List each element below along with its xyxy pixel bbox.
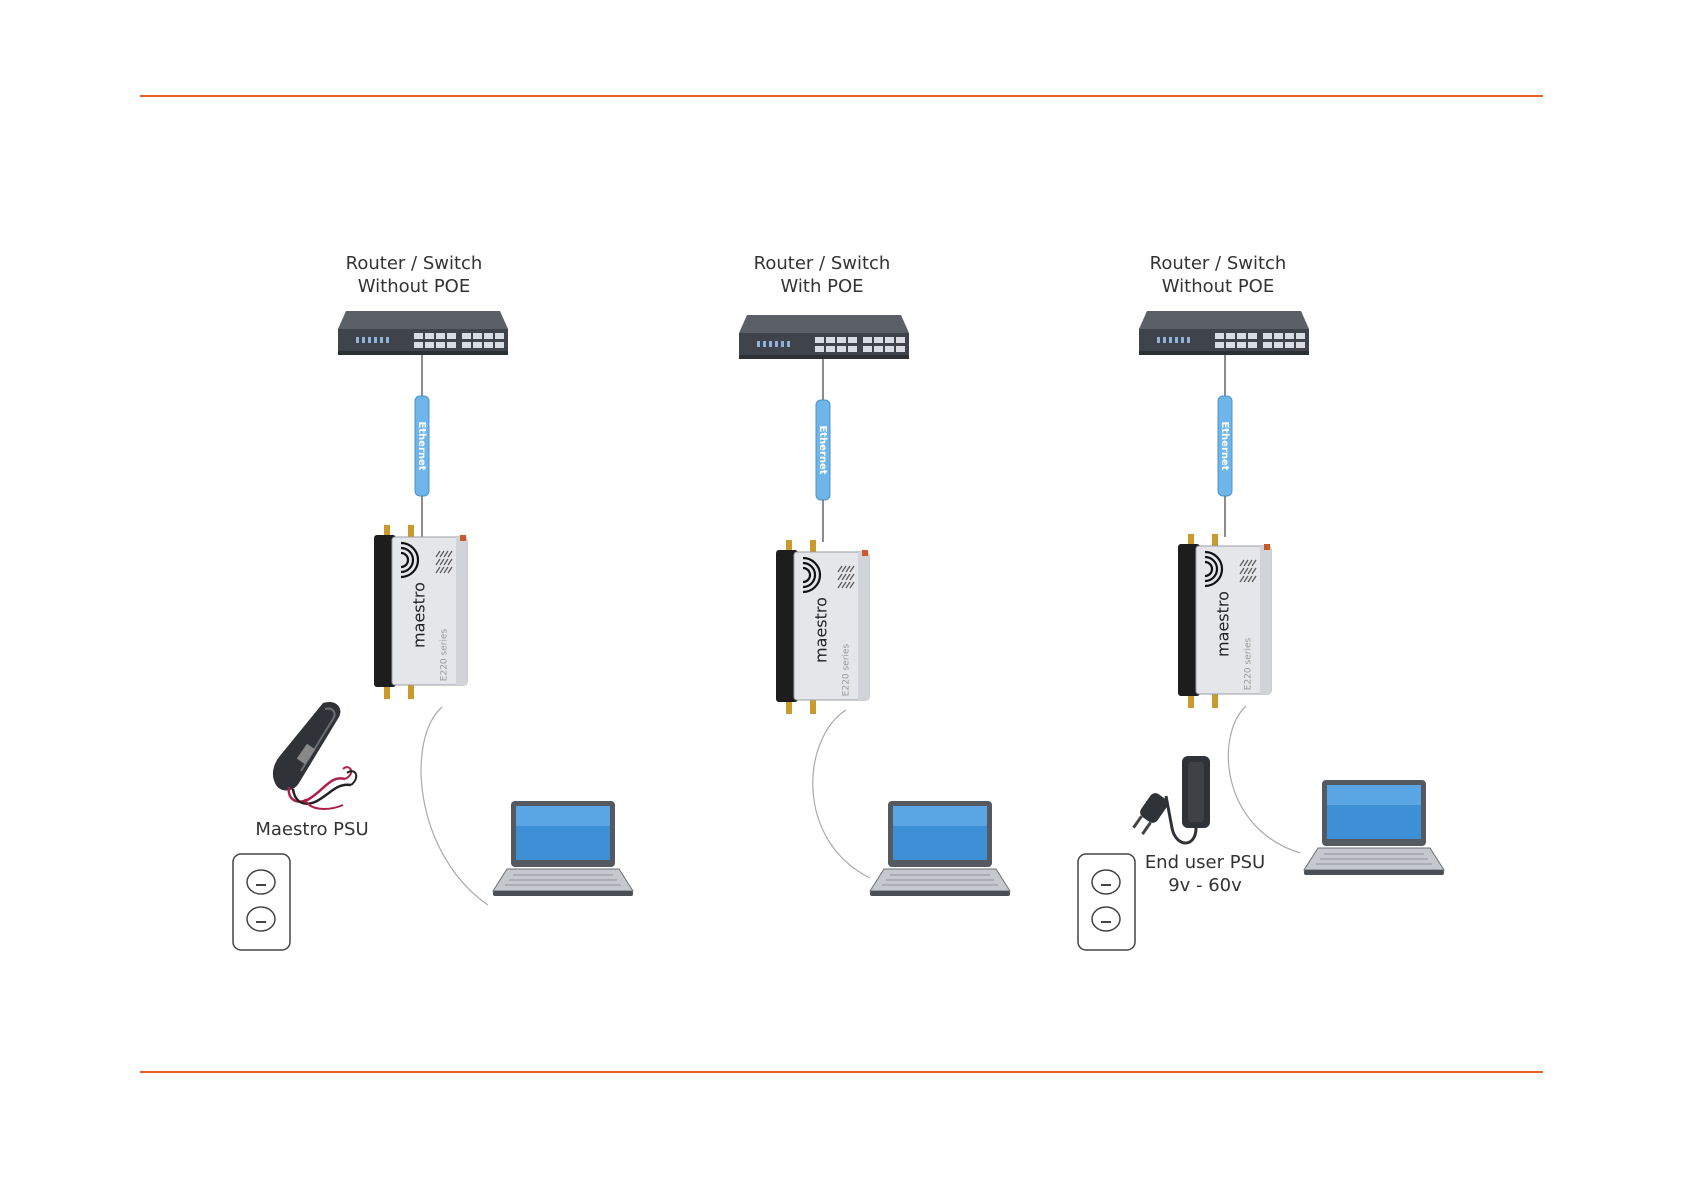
setup-column-3: Router / Switch Without POE Ethernet xyxy=(1000,0,1560,1192)
setup-column-2: Router / Switch With POE Ethernet xyxy=(402,0,962,1192)
router-model: E220 series xyxy=(1244,638,1254,691)
cable-label: Ethernet xyxy=(1219,421,1230,470)
lan-cable xyxy=(1228,706,1300,853)
maestro-psu-icon xyxy=(273,702,356,809)
router-brand: maestro xyxy=(812,597,831,663)
lan-cable xyxy=(813,710,870,878)
laptop-icon xyxy=(1304,780,1444,875)
laptop-icon xyxy=(870,801,1010,896)
ethernet-cable: Ethernet xyxy=(1218,355,1232,537)
network-switch-icon xyxy=(739,315,909,359)
maestro-router: maestro E220 series xyxy=(776,540,869,714)
network-switch-icon xyxy=(1139,311,1309,355)
psu-label: Maestro PSU xyxy=(255,818,368,841)
psu-label: End user PSU 9v - 60v xyxy=(1145,851,1265,897)
router-brand: maestro xyxy=(1214,591,1233,657)
column-2-drawing: Ethernet maestro E220 series xyxy=(402,0,1102,1000)
router-model: E220 series xyxy=(842,644,852,697)
column-3-drawing: Ethernet maestro E220 series xyxy=(1000,0,1685,1000)
wall-outlet-icon xyxy=(233,854,290,950)
end-user-psu-icon xyxy=(1130,756,1210,843)
ethernet-cable: Ethernet xyxy=(816,359,830,542)
maestro-router: maestro E220 series xyxy=(1178,534,1271,708)
cable-label: Ethernet xyxy=(817,425,828,474)
wall-outlet-icon xyxy=(1078,854,1135,950)
